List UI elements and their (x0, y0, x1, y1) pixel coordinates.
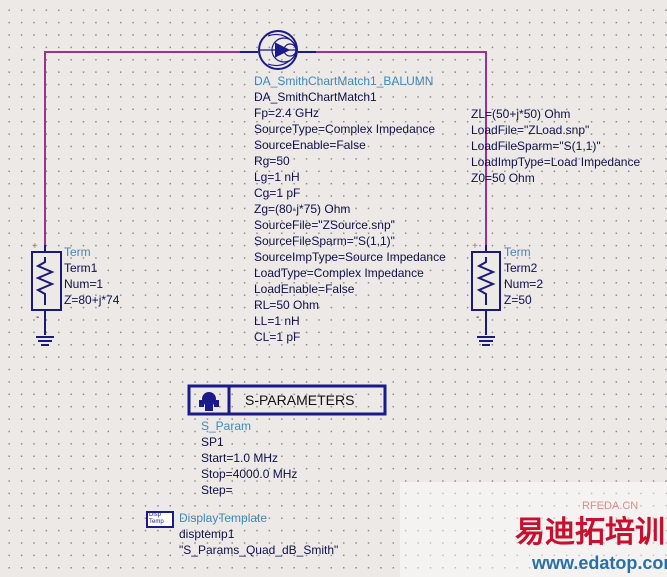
param-line: Rg=50 (254, 154, 290, 168)
param-line: LL=1 nH (254, 314, 300, 328)
term2-type: Term (504, 245, 531, 259)
param-line: LoadFile="ZLoad.snp" (471, 123, 590, 137)
param-line: Zg=(80-j*75) Ohm (254, 202, 351, 216)
param-line: Cg=1 pF (254, 186, 301, 200)
param-line: ZL=(50+j*50) Ohm (471, 107, 571, 121)
param-line: SourceFile="ZSource.snp" (254, 218, 395, 232)
sparam-type: S_Param (201, 419, 252, 433)
param-line: Step= (201, 483, 233, 497)
display-type: DisplayTemplate (179, 511, 268, 525)
param-line: LoadType=Complex Impedance (254, 266, 424, 280)
term1-symbol[interactable] (31, 245, 62, 346)
param-line: Z=50 (504, 293, 532, 307)
param-line: Z0=50 Ohm (471, 171, 535, 185)
sparam-box[interactable] (187, 384, 387, 416)
param-line: LoadEnable=False (254, 282, 355, 296)
param-line: Start=1.0 MHz (201, 451, 279, 465)
param-line: Term2 (504, 261, 538, 275)
smith-chart-match-icon[interactable] (240, 30, 316, 70)
term2-symbol[interactable] (471, 245, 501, 346)
svg-text:+: + (472, 241, 478, 252)
svg-text:-: - (36, 312, 39, 323)
param-line: CL=1 pF (254, 330, 301, 344)
param-line: SourceImpType=Source Impedance (254, 250, 446, 264)
param-line: Num=2 (504, 277, 544, 291)
param-line: LoadFileSparm="S(1,1)" (471, 139, 601, 153)
param-line: SourceEnable=False (254, 138, 366, 152)
param-line: Stop=4000.0 MHz (201, 467, 298, 481)
term1-type: Term (64, 245, 91, 259)
sparam-title: S-PARAMETERS (245, 392, 355, 408)
svg-text:+: + (32, 241, 38, 252)
display-params[interactable]: disptemp1 "S_Params_Quad_dB_Smith" (179, 526, 338, 558)
param-line: Lg=1 nH (254, 170, 300, 184)
watermark-url: www.edatop.com (532, 553, 667, 573)
wire[interactable] (44, 51, 487, 245)
smith-instance-type: DA_SmithChartMatch1_BALUMN (254, 74, 434, 88)
display-template-icon[interactable] (146, 511, 174, 528)
param-line: disptemp1 (179, 527, 235, 541)
watermark-brand: 易迪拓培训 (515, 516, 665, 549)
param-line: LoadImpType=Load Impedance (471, 155, 641, 169)
param-line: SourceType=Complex Impedance (254, 122, 436, 136)
display-icon-text: Disp Temp (149, 512, 164, 525)
svg-text:-: - (476, 312, 479, 323)
param-line: Fp=2.4 GHz (254, 106, 320, 120)
param-line: DA_SmithChartMatch1 (254, 90, 377, 104)
param-line: Z=80+j*74 (64, 293, 120, 307)
param-line: SP1 (201, 435, 224, 449)
param-line: Term1 (64, 261, 98, 275)
param-line: RL=50 Ohm (254, 298, 320, 312)
param-line: "S_Params_Quad_dB_Smith" (179, 543, 339, 557)
param-line: SourceFileSparm="S(1,1)" (254, 234, 395, 248)
watermark: RFEDA.CN 易迪拓培训 www.edatop.com (400, 482, 667, 577)
param-line: Num=1 (64, 277, 104, 291)
watermark-site: RFEDA.CN (582, 500, 639, 512)
polarity-markers: + - + - (32, 241, 479, 323)
sparam-icon (199, 392, 219, 411)
